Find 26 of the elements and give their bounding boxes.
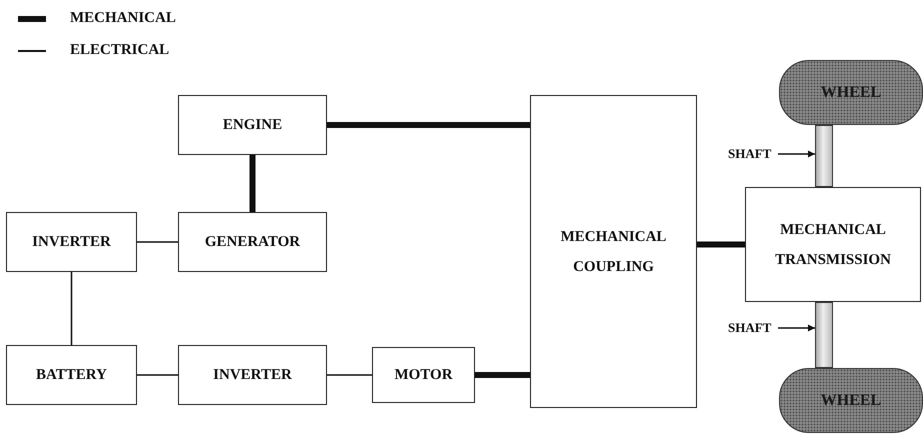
leader-arrow bbox=[778, 324, 815, 332]
mechanical-link bbox=[250, 155, 256, 212]
mechanical-link bbox=[327, 122, 530, 128]
mechanical-link bbox=[697, 242, 745, 248]
mechanical-link bbox=[475, 372, 530, 378]
legend-text: MECHANICAL bbox=[70, 10, 176, 27]
wheel: WHEEL bbox=[779, 60, 923, 125]
block-box: GENERATOR bbox=[178, 212, 327, 272]
block-box: BATTERY bbox=[6, 345, 137, 405]
leader-arrow bbox=[778, 150, 815, 158]
block-box: INVERTER bbox=[178, 345, 327, 405]
wheel: WHEEL bbox=[779, 368, 923, 433]
electrical-link bbox=[137, 374, 178, 376]
electrical-link bbox=[327, 374, 372, 376]
electrical-link bbox=[70, 272, 72, 345]
block-box: MECHANICAL COUPLING bbox=[530, 95, 697, 408]
block-box: MOTOR bbox=[372, 347, 475, 403]
shaft-label: SHAFT bbox=[728, 144, 778, 164]
block-box: INVERTER bbox=[6, 212, 137, 272]
legend-text: ELECTRICAL bbox=[70, 42, 170, 59]
block-box: ENGINE bbox=[178, 95, 327, 155]
shaft-bar bbox=[815, 302, 833, 368]
block-box: MECHANICAL TRANSMISSION bbox=[745, 187, 921, 302]
shaft-bar bbox=[815, 125, 833, 187]
shaft-label: SHAFT bbox=[728, 318, 778, 338]
electrical-link bbox=[137, 241, 178, 243]
